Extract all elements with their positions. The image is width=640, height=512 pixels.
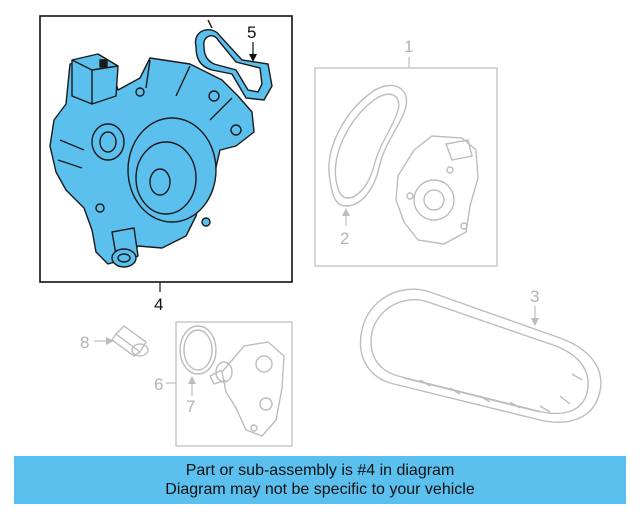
highlight-frame-4 [39,15,293,283]
callout-7: 7 [186,397,195,416]
leader-arrow-7 [188,376,196,384]
parts-diagram: 4 5 1 2 3 8 6 [39,15,602,447]
seal-ring-part-7[interactable] [179,325,217,375]
gasket-part-5[interactable] [194,19,273,101]
callout-4: 4 [154,295,163,314]
sensor-part-8[interactable] [111,325,149,357]
callout-6: 6 [154,375,163,394]
drive-belt-part-3[interactable] [359,288,602,423]
callout-3: 3 [530,287,539,306]
callout-1: 1 [404,37,413,56]
frame-6 [175,321,293,447]
banner-line-1: Part or sub-assembly is #4 in diagram [185,462,455,479]
callout-5: 5 [247,23,256,42]
info-banner: Part or sub-assembly is #4 in diagram Di… [14,456,626,504]
frame-1 [314,67,498,267]
callout-2: 2 [340,229,349,248]
callout-8: 8 [80,333,89,352]
water-pump-part-1[interactable] [395,135,479,245]
thermostat-housing-part-6[interactable] [209,341,285,437]
leader-arrow-2 [342,208,350,216]
water-pump-housing-part[interactable] [49,53,255,268]
leader-arrow-5 [249,54,257,62]
leader-arrow-8 [106,337,114,345]
leader-arrow-3 [531,318,539,326]
gasket-part-2[interactable] [328,84,408,207]
banner-line-2: Diagram may not be specific to your vehi… [165,481,475,498]
